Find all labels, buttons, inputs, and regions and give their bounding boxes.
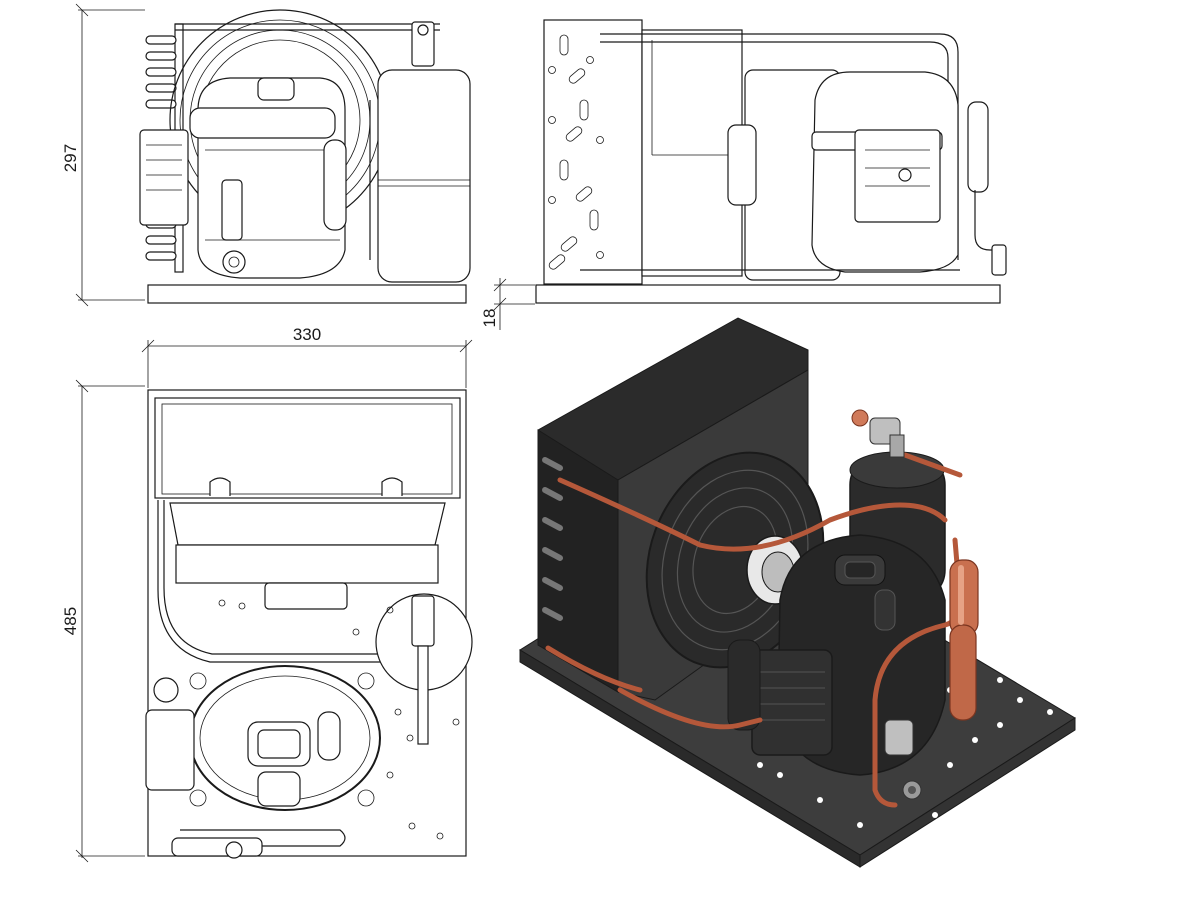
side-base-plate	[535, 284, 1001, 304]
front-compressor	[189, 77, 346, 279]
side-compressor	[811, 71, 959, 273]
top-compressor	[189, 665, 381, 811]
front-electrical-box	[139, 129, 189, 226]
iso-service-valve	[884, 719, 922, 800]
iso-filter-drier	[949, 559, 979, 721]
isometric-view	[519, 317, 1076, 868]
top-receiver	[375, 593, 473, 745]
dimension-depth-label: 485	[61, 607, 80, 635]
top-mount-holes	[189, 599, 460, 840]
front-base-plate	[147, 284, 467, 304]
side-condenser-panel	[543, 19, 643, 285]
dimension-height-label: 297	[61, 144, 80, 172]
dimension-depth: 485	[61, 379, 145, 863]
side-condenser-holes	[548, 34, 604, 270]
iso-coil-pipes	[542, 457, 563, 621]
dimension-width-label: 330	[293, 325, 321, 344]
top-fan-shroud	[169, 502, 446, 546]
front-view	[139, 9, 471, 304]
side-fan-motor	[727, 124, 757, 206]
dimension-base-offset: 18	[480, 278, 535, 330]
front-receiver-tank	[377, 69, 471, 283]
side-fan-shroud	[641, 29, 743, 277]
top-condenser	[154, 397, 461, 499]
top-view	[145, 389, 473, 859]
dimension-height: 297	[61, 3, 145, 307]
side-view	[535, 19, 1007, 304]
side-valves	[967, 101, 1007, 276]
front-service-valve	[222, 250, 246, 274]
top-electrical-box	[145, 709, 195, 791]
iso-electrical-box	[727, 639, 833, 756]
dimension-base-offset-label: 18	[480, 309, 499, 328]
dimension-width: 330	[141, 325, 473, 388]
iso-top-valve	[851, 409, 905, 458]
front-top-valve	[411, 21, 435, 67]
